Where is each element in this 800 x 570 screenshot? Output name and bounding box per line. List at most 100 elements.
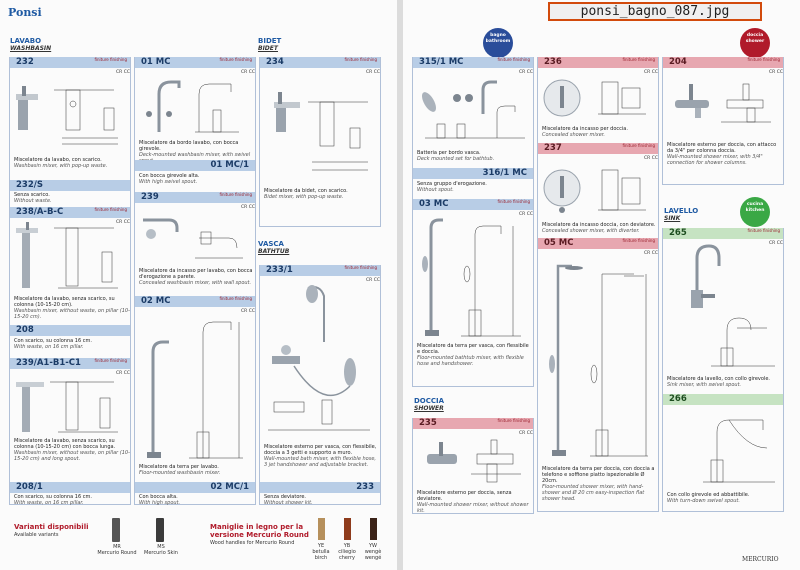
variants-title: Varianti disponibili [14, 523, 89, 531]
finish-codes: CR CC [116, 70, 130, 75]
product-desc-232s: Senza scarico.Without waste. [14, 192, 52, 204]
product-drawing-204 [675, 83, 771, 123]
product-drawing-232 [16, 86, 118, 145]
section-lavello: LAVELLO SINK [664, 207, 698, 223]
product-desc-05mc: Miscelatore da terra per doccia, con doc… [542, 466, 655, 502]
product-header-266: 266 [663, 394, 783, 405]
variants-subtitle: Available variants [14, 532, 59, 538]
product-desc-01mc1: Con bocca girevole alta.With high swivel… [139, 173, 200, 185]
product-header-208: 208 [10, 325, 130, 336]
product-drawing-236 [543, 79, 646, 117]
finish-codes: CR CC [769, 241, 783, 246]
product-drawing-237 [543, 169, 646, 213]
product-drawing-234 [274, 92, 368, 171]
product-drawing-238 [16, 222, 118, 289]
product-desc-316-1: Senza gruppo d'erogazione.Without spout. [417, 181, 487, 193]
product-header-233: 233 [260, 482, 380, 493]
product-desc-234: Miscelatore da bidet, con scarico.Bidet … [264, 188, 348, 200]
product-drawing-05mc [549, 264, 648, 457]
product-drawing-03mc [422, 218, 521, 337]
product-header-316-1: 316/1 MC [413, 168, 533, 179]
variant-round-image [112, 518, 120, 542]
product-drawing-266 [703, 419, 775, 483]
product-drawing-239a [16, 381, 118, 433]
finish-codes: CR CC [116, 371, 130, 376]
finish-codes: CR CC [116, 220, 130, 225]
finish-codes: CR CC [644, 70, 658, 75]
product-desc-235: Miscelatore esterno per doccia, senza de… [417, 490, 529, 514]
section-subtitle: BIDET [258, 45, 278, 52]
finish-codes: CR CC [519, 212, 533, 217]
product-desc-03mc: Miscelatore da terra per vasca, con fles… [417, 343, 529, 367]
product-desc-204: Miscelatore esterno per doccia, con atta… [667, 142, 777, 166]
wood-subtitle: Wood handles for Mercurio Round [210, 540, 295, 546]
product-drawing-265 [691, 244, 775, 367]
product-desc-239a: Miscelatore da lavabo, senza scarico, su… [14, 438, 130, 462]
section-title: LAVELLO [664, 207, 699, 215]
section-title: DOCCIA [414, 397, 445, 405]
product-desc-238: Miscelatore da lavabo, senza scarico, su… [14, 296, 130, 320]
section-title: LAVABO [10, 37, 42, 45]
section-title: BIDET [258, 37, 282, 45]
finish-codes: CR CC [241, 309, 255, 314]
product-desc-233: Senza deviatore.Without shower kit. [264, 494, 313, 506]
product-drawing-235 [427, 439, 521, 483]
product-drawing-315-1 [422, 80, 525, 139]
section-bidet: BIDET BIDET [258, 37, 281, 53]
product-desc-02mc1: Con bocca alta.With high spout. [139, 494, 181, 506]
product-desc-208: Con scarico, su colonna 16 cm.With waste… [14, 338, 92, 350]
product-drawing-233-1 [268, 285, 370, 431]
variants-section: Varianti disponibili Available variants [14, 523, 89, 539]
finish-codes: CR CC [366, 278, 380, 283]
product-drawing-239 [143, 218, 243, 259]
file-name-tag: ponsi_bagno_087.jpg [548, 2, 762, 21]
product-desc-265: Miscelatore da lavello, con collo girevo… [667, 376, 771, 388]
section-lavabo: LAVABO WASHBASIN [10, 37, 51, 53]
product-desc-02mc: Miscelatore da terra per lavabo.Floor-mo… [139, 464, 221, 476]
finish-codes: CR CC [366, 70, 380, 75]
product-header-232s: 232/S [10, 180, 130, 191]
product-desc-237: Miscelatore da incasso doccia, con devia… [542, 222, 656, 234]
variant-skin-image [156, 518, 164, 542]
section-subtitle: SHOWER [414, 405, 444, 412]
section-subtitle: BATHTUB [258, 248, 290, 255]
finish-codes: CR CC [644, 156, 658, 161]
product-drawing-01mc [146, 80, 239, 133]
product-header-208-1: 208/1 [10, 482, 130, 493]
finish-codes: CR CC [644, 251, 658, 256]
wood-title: Maniglie in legno per la versione Mercur… [210, 523, 309, 539]
wood-wenge-image [370, 518, 377, 540]
section-subtitle: WASHBASIN [10, 45, 52, 52]
wood-birch-image [318, 518, 325, 540]
product-desc-239: Miscelatore da incasso per lavabo, con b… [139, 268, 253, 286]
product-desc-315-1: Batteria per bordo vasca.Deck mounted se… [417, 150, 495, 162]
product-header-02mc1: 02 MC/1 [135, 482, 255, 493]
wood-section: Maniglie in legno per la versione Mercur… [210, 523, 310, 547]
section-subtitle: SINK [664, 215, 681, 222]
product-desc-232: Miscelatore da lavabo, con scarico.Washb… [14, 157, 108, 169]
product-header-01mc1: 01 MC/1 [135, 160, 255, 171]
finish-codes: CR CC [769, 70, 783, 75]
finish-codes: CR CC [241, 70, 255, 75]
product-desc-208-1: Con scarico, su colonna 16 cm.With waste… [14, 494, 92, 506]
section-vasca: VASCA BATHTUB [258, 240, 289, 256]
